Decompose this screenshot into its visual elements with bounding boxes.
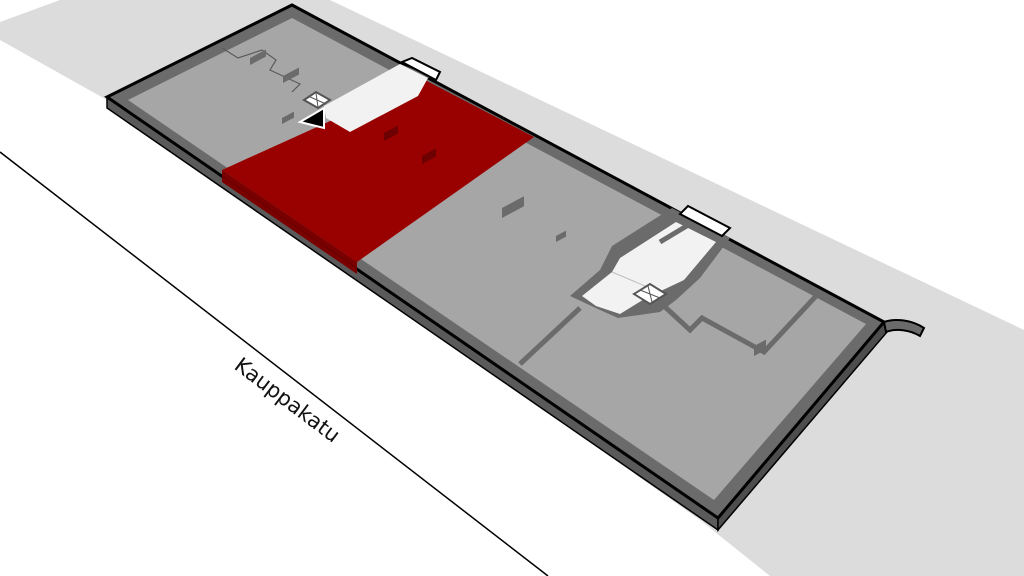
highlight-top xyxy=(222,79,534,262)
column-3 xyxy=(502,196,524,218)
column-1 xyxy=(250,49,266,65)
lobby-1-corridor xyxy=(324,64,428,132)
column-2 xyxy=(283,67,299,83)
wall-divider-3 xyxy=(658,221,692,245)
partition-line-upper xyxy=(221,47,302,93)
column-4 xyxy=(556,230,566,242)
highlight-column-2 xyxy=(422,148,436,164)
lobby-2-corridor xyxy=(582,222,716,314)
highlight-column-1 xyxy=(384,125,398,141)
ground-shadow-bottom-right xyxy=(718,330,1024,576)
street-line xyxy=(0,151,549,576)
wall-divider-1 xyxy=(518,306,582,366)
door-tab-2 xyxy=(678,204,732,238)
lobby-2 xyxy=(570,204,732,318)
entrance-arrow-icon xyxy=(297,106,325,130)
drain-pipe xyxy=(882,319,926,338)
column-5 xyxy=(754,339,766,356)
street-label: Kauppakatu xyxy=(230,353,345,448)
wall-divider-2 xyxy=(662,294,818,356)
lobby-1 xyxy=(282,56,442,132)
door-tab-1 xyxy=(399,56,442,82)
highlight-zone xyxy=(221,79,534,274)
